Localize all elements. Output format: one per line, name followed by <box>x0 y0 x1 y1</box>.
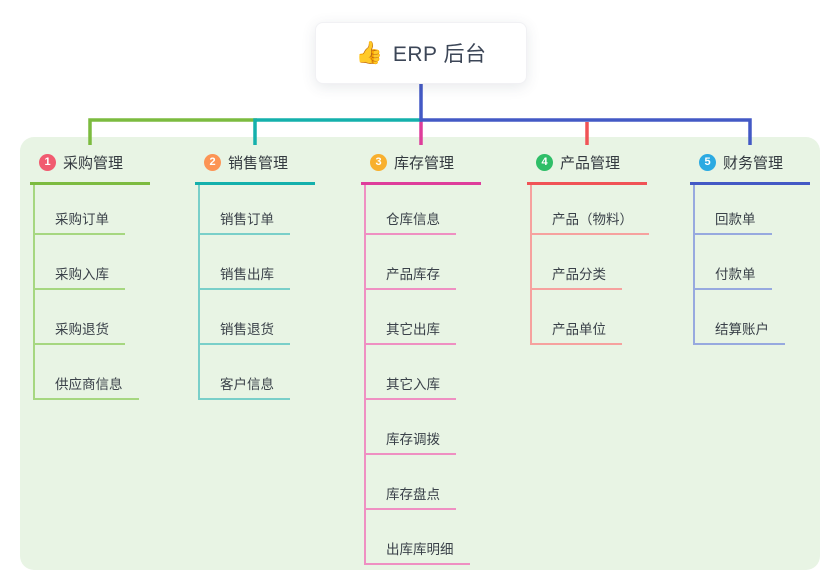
child-node[interactable]: 采购入库 <box>35 235 125 290</box>
branch-2: 2 销售管理销售订单销售出库销售退货客户信息 <box>195 144 315 400</box>
branch-3: 3 库存管理仓库信息产品库存其它出库其它入库库存调拨库存盘点出库库明细 <box>361 144 481 565</box>
branch-node-3[interactable]: 3 库存管理 <box>361 144 481 185</box>
child-node[interactable]: 库存调拨 <box>366 400 456 455</box>
branch-children: 产品（物料） 产品分类产品单位 <box>530 185 649 345</box>
child-node[interactable]: 其它入库 <box>366 345 456 400</box>
child-node[interactable]: 其它出库 <box>366 290 456 345</box>
branch-label: 财务管理 <box>723 155 784 172</box>
child-node[interactable]: 产品库存 <box>366 235 456 290</box>
child-node[interactable]: 出库库明细 <box>366 510 470 565</box>
child-node-label: 销售退货 <box>220 321 274 337</box>
branch-node-1[interactable]: 1 采购管理 <box>30 144 150 185</box>
child-node[interactable]: 采购退货 <box>35 290 125 345</box>
branch-label: 库存管理 <box>394 155 455 172</box>
child-node-label: 产品库存 <box>386 266 440 282</box>
child-node[interactable]: 产品单位 <box>532 290 622 345</box>
branch-number-badge: 1 <box>39 154 56 171</box>
branch-label: 产品管理 <box>560 155 621 172</box>
child-node[interactable]: 回款单 <box>695 185 772 235</box>
child-node[interactable]: 仓库信息 <box>366 185 456 235</box>
child-node[interactable]: 销售订单 <box>200 185 290 235</box>
child-node-label: 仓库信息 <box>386 211 440 227</box>
child-node[interactable]: 销售出库 <box>200 235 290 290</box>
child-node[interactable]: 产品（物料） <box>532 185 649 235</box>
child-node[interactable]: 销售退货 <box>200 290 290 345</box>
branches-panel: 1 采购管理采购订单采购入库采购退货供应商信息 2 销售管理销售订单销售出库销售退货客… <box>20 137 820 570</box>
child-node[interactable]: 采购订单 <box>35 185 125 235</box>
child-node-label: 销售出库 <box>220 266 274 282</box>
child-node-label: 采购入库 <box>55 266 109 282</box>
branch-number-badge: 2 <box>204 154 221 171</box>
child-node-label: 付款单 <box>715 266 756 282</box>
thumbs-up-icon: 👍 <box>355 40 383 65</box>
branch-children: 采购订单采购入库采购退货供应商信息 <box>33 185 139 400</box>
child-node-label: 产品（物料） <box>552 211 633 227</box>
child-node-label: 采购订单 <box>55 211 109 227</box>
child-node-label: 采购退货 <box>55 321 109 337</box>
child-node-label: 库存盘点 <box>386 486 440 502</box>
branch-4: 4 产品管理产品（物料） 产品分类产品单位 <box>527 144 649 345</box>
child-node[interactable]: 结算账户 <box>695 290 785 345</box>
child-node-label: 库存调拨 <box>386 431 440 447</box>
child-node-label: 客户信息 <box>220 376 274 392</box>
child-node[interactable]: 供应商信息 <box>35 345 139 400</box>
branch-label: 销售管理 <box>228 155 289 172</box>
branch-5: 5 财务管理回款单付款单结算账户 <box>690 144 810 345</box>
child-node-label: 产品分类 <box>552 266 606 282</box>
child-node[interactable]: 付款单 <box>695 235 772 290</box>
child-node[interactable]: 产品分类 <box>532 235 622 290</box>
child-node-label: 产品单位 <box>552 321 606 337</box>
child-node[interactable]: 库存盘点 <box>366 455 456 510</box>
branch-node-4[interactable]: 4 产品管理 <box>527 144 647 185</box>
branch-node-2[interactable]: 2 销售管理 <box>195 144 315 185</box>
branch-number-badge: 5 <box>699 154 716 171</box>
child-node-label: 回款单 <box>715 211 756 227</box>
child-node[interactable]: 客户信息 <box>200 345 290 400</box>
root-node[interactable]: 👍 ERP 后台 <box>315 22 527 84</box>
branch-label: 采购管理 <box>63 155 124 172</box>
branch-children: 回款单付款单结算账户 <box>693 185 785 345</box>
branch-number-badge: 4 <box>536 154 553 171</box>
child-node-label: 销售订单 <box>220 211 274 227</box>
child-node-label: 其它出库 <box>386 321 440 337</box>
child-node-label: 供应商信息 <box>55 376 123 392</box>
branch-children: 销售订单销售出库销售退货客户信息 <box>198 185 290 400</box>
branch-number-badge: 3 <box>370 154 387 171</box>
child-node-label: 其它入库 <box>386 376 440 392</box>
root-node-label: ERP 后台 <box>392 43 487 66</box>
child-node-label: 出库库明细 <box>386 541 454 557</box>
branch-node-5[interactable]: 5 财务管理 <box>690 144 810 185</box>
branch-1: 1 采购管理采购订单采购入库采购退货供应商信息 <box>30 144 150 400</box>
child-node-label: 结算账户 <box>715 321 769 337</box>
branch-children: 仓库信息产品库存其它出库其它入库库存调拨库存盘点出库库明细 <box>364 185 470 565</box>
